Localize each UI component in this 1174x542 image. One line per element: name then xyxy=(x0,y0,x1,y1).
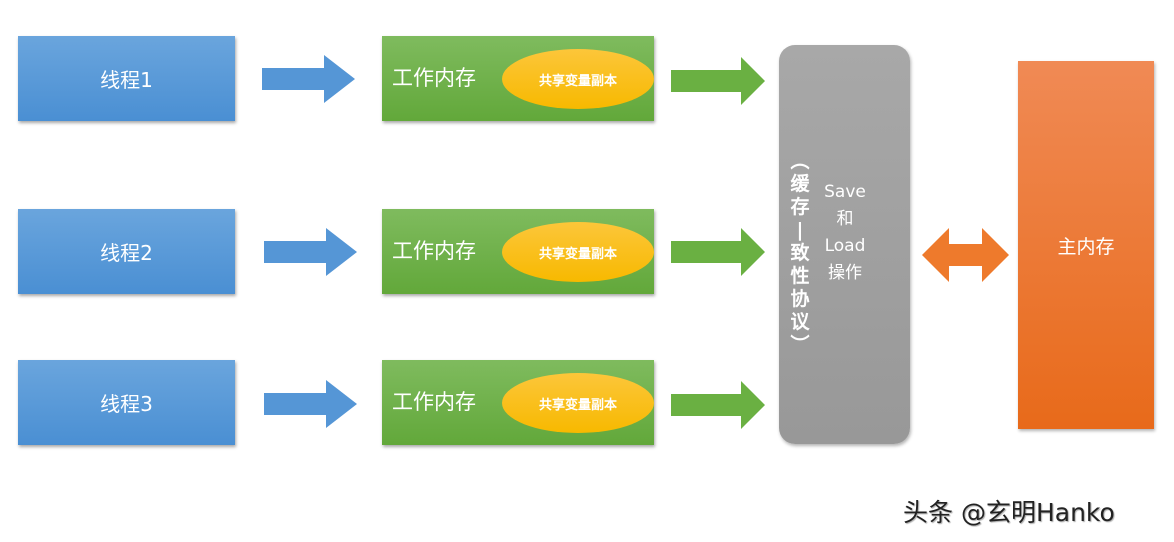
thread-2-label: 线程2 xyxy=(100,241,153,265)
working-memory-2-label: 工作内存 xyxy=(392,239,476,263)
green-arrow-3 xyxy=(671,381,766,429)
thread-2-box: 线程2 xyxy=(18,209,235,294)
save-load-label: Save 和 Load 操作 xyxy=(824,182,866,283)
shared-copy-2: 共享变量副本 xyxy=(502,222,654,282)
blue-arrow-3 xyxy=(264,380,359,428)
watermark: 头条 @玄明Hanko xyxy=(903,498,1115,527)
thread-1-box: 线程1 xyxy=(18,36,235,121)
working-memory-2: 工作内存 共享变量副本 xyxy=(382,209,654,294)
thread-3-label: 线程3 xyxy=(100,392,153,416)
working-memory-1: 工作内存 共享变量副本 xyxy=(382,36,654,121)
working-memory-3: 工作内存 共享变量副本 xyxy=(382,360,654,445)
cache-protocol-label: ︵缓存|致性协议︶ xyxy=(790,150,810,356)
working-memory-3-label: 工作内存 xyxy=(392,390,476,414)
double-arrow xyxy=(922,228,1012,283)
thread-3-box: 线程3 xyxy=(18,360,235,445)
green-arrow-2 xyxy=(671,228,766,276)
cache-coherence-box: ︵缓存|致性协议︶ Save 和 Load 操作 xyxy=(779,45,910,444)
shared-copy-3: 共享变量副本 xyxy=(502,373,654,433)
working-memory-1-label: 工作内存 xyxy=(392,66,476,90)
blue-arrow-2 xyxy=(264,228,359,276)
blue-arrow-1 xyxy=(262,55,357,103)
main-memory-label: 主内存 xyxy=(1057,235,1115,258)
green-arrow-1 xyxy=(671,57,766,105)
shared-copy-1: 共享变量副本 xyxy=(502,49,654,109)
main-memory-box: 主内存 xyxy=(1018,61,1154,429)
thread-1-label: 线程1 xyxy=(100,68,153,92)
